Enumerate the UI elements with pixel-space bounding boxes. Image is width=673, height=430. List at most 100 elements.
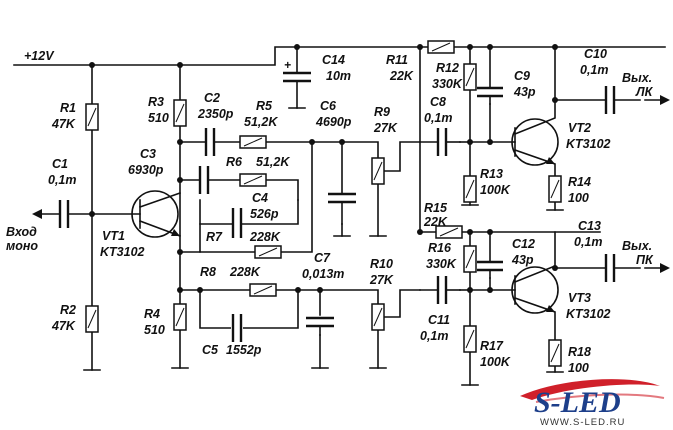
c9-value: 43p — [513, 85, 536, 99]
r12-symbol — [463, 63, 477, 91]
c10-name: C10 — [584, 47, 607, 61]
r12-name: R12 — [436, 61, 459, 75]
vt2-value: KT3102 — [566, 137, 611, 151]
r2-symbol — [85, 305, 99, 333]
vt1-collector-lead — [138, 191, 182, 209]
logo-swoosh-icon — [520, 379, 660, 400]
r16-symbol — [463, 245, 477, 273]
r16-value: 330K — [426, 257, 457, 271]
c4-value: 526p — [250, 207, 279, 221]
c14-symbol: + — [283, 58, 311, 83]
r7-symbol — [254, 245, 282, 259]
r4-symbol — [173, 303, 187, 331]
logo-word: S-LED — [534, 386, 621, 419]
c3-value: 6930p — [128, 163, 164, 177]
r9-top-wire — [341, 141, 379, 159]
r11-value: 22K — [389, 69, 414, 83]
vt2-name: VT2 — [568, 121, 591, 135]
transistors — [131, 118, 559, 314]
c2-value: 2350p — [197, 107, 234, 121]
c4-symbol — [199, 199, 299, 238]
r15-value: 22K — [423, 215, 448, 229]
supply-label: +12V — [24, 49, 55, 63]
c12-symbol — [477, 260, 503, 279]
r10-name: R10 — [370, 257, 393, 271]
r6-name: R6 — [226, 155, 243, 169]
r11-symbol — [427, 40, 455, 54]
junction-dots — [89, 44, 558, 293]
input-label-line1: Вход — [6, 225, 37, 239]
ground-symbols — [83, 107, 564, 386]
r7-name: R7 — [206, 230, 223, 244]
vt1-value: KT3102 — [100, 245, 145, 259]
r14-value: 100 — [568, 191, 589, 205]
output-pk-arrow-icon — [660, 263, 670, 273]
vt3-name: VT3 — [568, 291, 591, 305]
r5-value: 51,2K — [244, 115, 278, 129]
capacitors: + — [58, 58, 616, 342]
r10-value: 27K — [369, 273, 394, 287]
vt2-symbol — [511, 118, 559, 166]
vt1-name: VT1 — [102, 229, 125, 243]
c11-name: C11 — [428, 313, 450, 327]
c6-value: 4690p — [315, 115, 352, 129]
c6-symbol — [328, 192, 356, 225]
c11-symbol — [419, 276, 461, 304]
r1-value: 47K — [51, 117, 76, 131]
c14-name: C14 — [322, 53, 345, 67]
r1-name: R1 — [60, 101, 76, 115]
r15-symbol — [435, 225, 463, 239]
r2-value: 47K — [51, 319, 76, 333]
r7-value: 228K — [249, 230, 281, 244]
wires — [13, 46, 666, 386]
c3-symbol — [198, 166, 210, 194]
r6-value: 51,2K — [256, 155, 290, 169]
c1-symbol — [58, 200, 70, 228]
c14-value: 10m — [326, 69, 351, 83]
c13-symbol — [604, 254, 616, 282]
r18-symbol — [548, 339, 562, 367]
r18-name: R18 — [568, 345, 591, 359]
r10-symbol — [371, 303, 385, 331]
c9-name: C9 — [514, 69, 530, 83]
c5-symbol — [231, 314, 243, 342]
vt1-symbol — [131, 190, 179, 238]
r8-symbol — [249, 283, 277, 297]
out-pk-label-line1: Вых. — [622, 239, 652, 253]
r9-name: R9 — [374, 105, 390, 119]
c2-name: C2 — [204, 91, 220, 105]
r5-name: R5 — [256, 99, 273, 113]
c2-symbol — [204, 128, 216, 156]
labels: +12V Вход моно Вых. ЛК Вых. ПК R1 47K R2… — [6, 47, 654, 375]
r9-symbol — [371, 157, 385, 185]
r15-name: R15 — [424, 201, 448, 215]
c13-name: C13 — [578, 219, 601, 233]
r9-wiper — [377, 141, 421, 172]
c12-name: C12 — [512, 237, 535, 251]
c10-symbol — [604, 86, 616, 114]
c12-value: 43p — [511, 253, 534, 267]
r4-value: 510 — [144, 323, 165, 337]
logo-url: WWW.S-LED.RU — [540, 417, 625, 428]
s-led-logo: S-LED WWW.S-LED.RU — [520, 379, 665, 428]
r13-value: 100K — [480, 183, 511, 197]
input-label-line2: моно — [6, 239, 38, 253]
r10-top-wire — [319, 289, 379, 305]
r5-symbol — [239, 135, 267, 149]
c11-value: 0,1m — [420, 329, 449, 343]
r17-value: 100K — [480, 355, 511, 369]
resistors — [85, 40, 562, 367]
c9-symbol — [477, 86, 503, 105]
r1-symbol — [85, 103, 99, 131]
upper-filter-second — [179, 179, 299, 201]
r12-value: 330K — [432, 77, 463, 91]
c6-name: C6 — [320, 99, 337, 113]
c5-name: C5 — [202, 343, 219, 357]
out-lk-label-line1: Вых. — [622, 71, 652, 85]
r3-symbol — [173, 99, 187, 127]
c8-value: 0,1m — [424, 111, 453, 125]
r18-value: 100 — [568, 361, 589, 375]
r14-symbol — [548, 175, 562, 203]
out-lk-label-line2: ЛК — [635, 85, 654, 99]
